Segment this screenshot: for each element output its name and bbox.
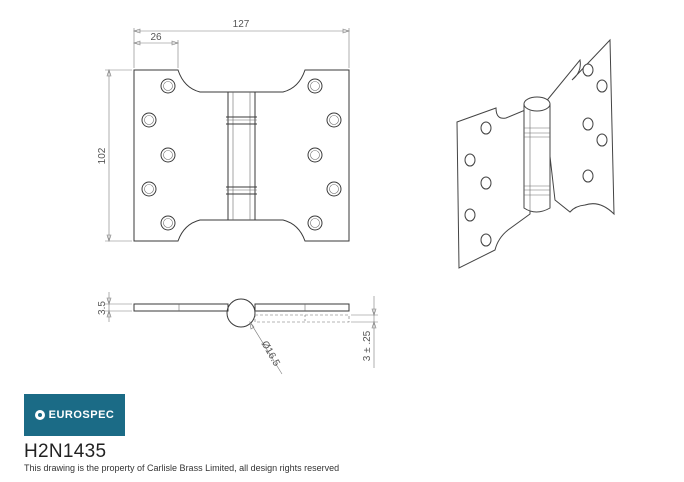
isometric-view [456,38,615,269]
dim-height: 102 [97,147,108,164]
product-code: H2N1435 [24,441,107,462]
screw-holes-left [141,78,176,231]
plan-view: 3.5 Ø16.5 3 ± .25 [97,292,378,375]
plan-knuckle [226,298,256,328]
left-leaf-outline [133,69,229,242]
plan-leaf-right [254,303,350,312]
brand-name: EUROSPEC [48,409,115,421]
iso-holes-right [582,63,608,183]
plan-leaf-left [133,303,229,312]
dim-overall-width: 127 [233,19,250,30]
dim-leaf-offset: 26 [150,32,162,43]
screw-holes-right [307,78,342,231]
iso-right-leaf [543,38,615,216]
right-leaf-outline [254,69,350,242]
dim-knuckle-diameter: Ø16.5 [259,339,282,368]
iso-left-leaf [456,107,531,269]
brand-mark-icon [34,410,45,420]
iso-holes-left [464,121,492,247]
dim-leaf-thickness: 3.5 [97,301,108,315]
brand-logo: EUROSPEC [24,394,125,436]
front-view: 127 26 102 [97,19,350,242]
knuckle-barrel [227,91,256,221]
dim-open-gap: 3 ± .25 [362,330,373,361]
copyright-notice: This drawing is the property of Carlisle… [24,463,340,473]
iso-barrel [523,103,551,213]
